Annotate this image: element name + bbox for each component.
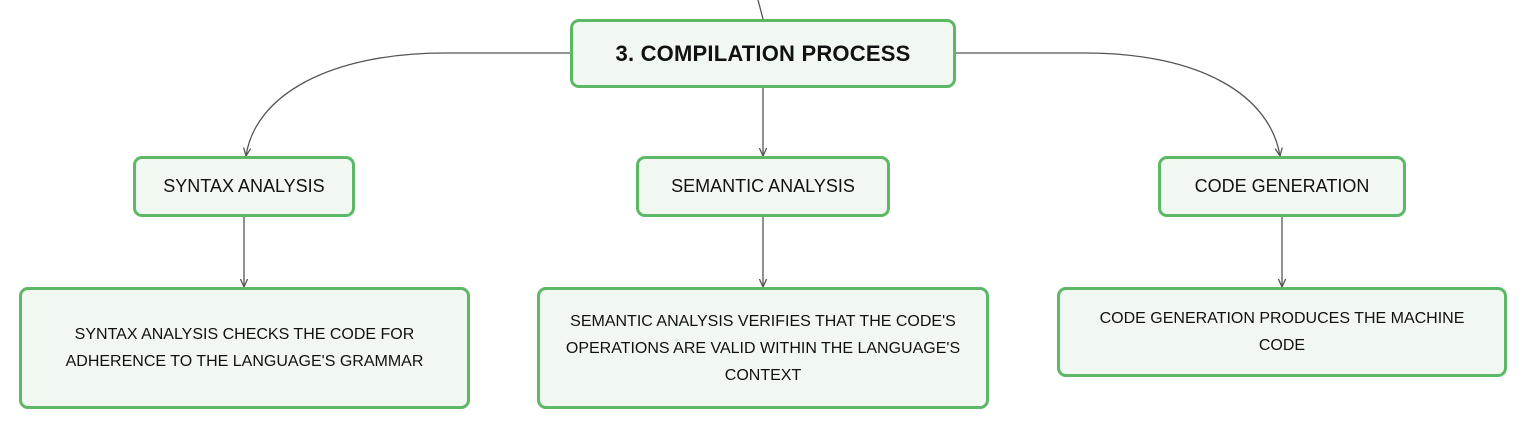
branch-node-label: CODE GENERATION xyxy=(1194,176,1370,196)
detail-node-text: SEMANTIC ANALYSIS VERIFIES THAT THE CODE… xyxy=(565,312,961,384)
branch-node-label: SEMANTIC ANALYSIS xyxy=(671,176,855,196)
connector-root-to-syntax xyxy=(246,52,570,156)
detail-node-text: CODE GENERATION PRODUCES THE MACHINE COD… xyxy=(1099,310,1465,354)
branch-node-code-generation[interactable]: CODE GENERATION xyxy=(1158,156,1406,217)
detail-node-text: SYNTAX ANALYSIS CHECKS THE CODE FOR ADHE… xyxy=(65,326,424,370)
root-node-compilation-process[interactable]: 3. COMPILATION PROCESS xyxy=(570,19,956,88)
detail-node-semantic-analysis[interactable]: SEMANTIC ANALYSIS VERIFIES THAT THE CODE… xyxy=(537,287,989,409)
branch-node-label: SYNTAX ANALYSIS xyxy=(163,176,325,196)
detail-node-syntax-analysis[interactable]: SYNTAX ANALYSIS CHECKS THE CODE FOR ADHE… xyxy=(19,287,470,409)
connector-parent-to-root xyxy=(757,0,764,20)
branch-node-syntax-analysis[interactable]: SYNTAX ANALYSIS xyxy=(133,156,355,217)
detail-node-code-generation[interactable]: CODE GENERATION PRODUCES THE MACHINE COD… xyxy=(1057,287,1507,377)
branch-node-semantic-analysis[interactable]: SEMANTIC ANALYSIS xyxy=(636,156,890,217)
connector-root-to-codegen xyxy=(956,52,1280,156)
root-node-label: 3. COMPILATION PROCESS xyxy=(615,40,911,66)
